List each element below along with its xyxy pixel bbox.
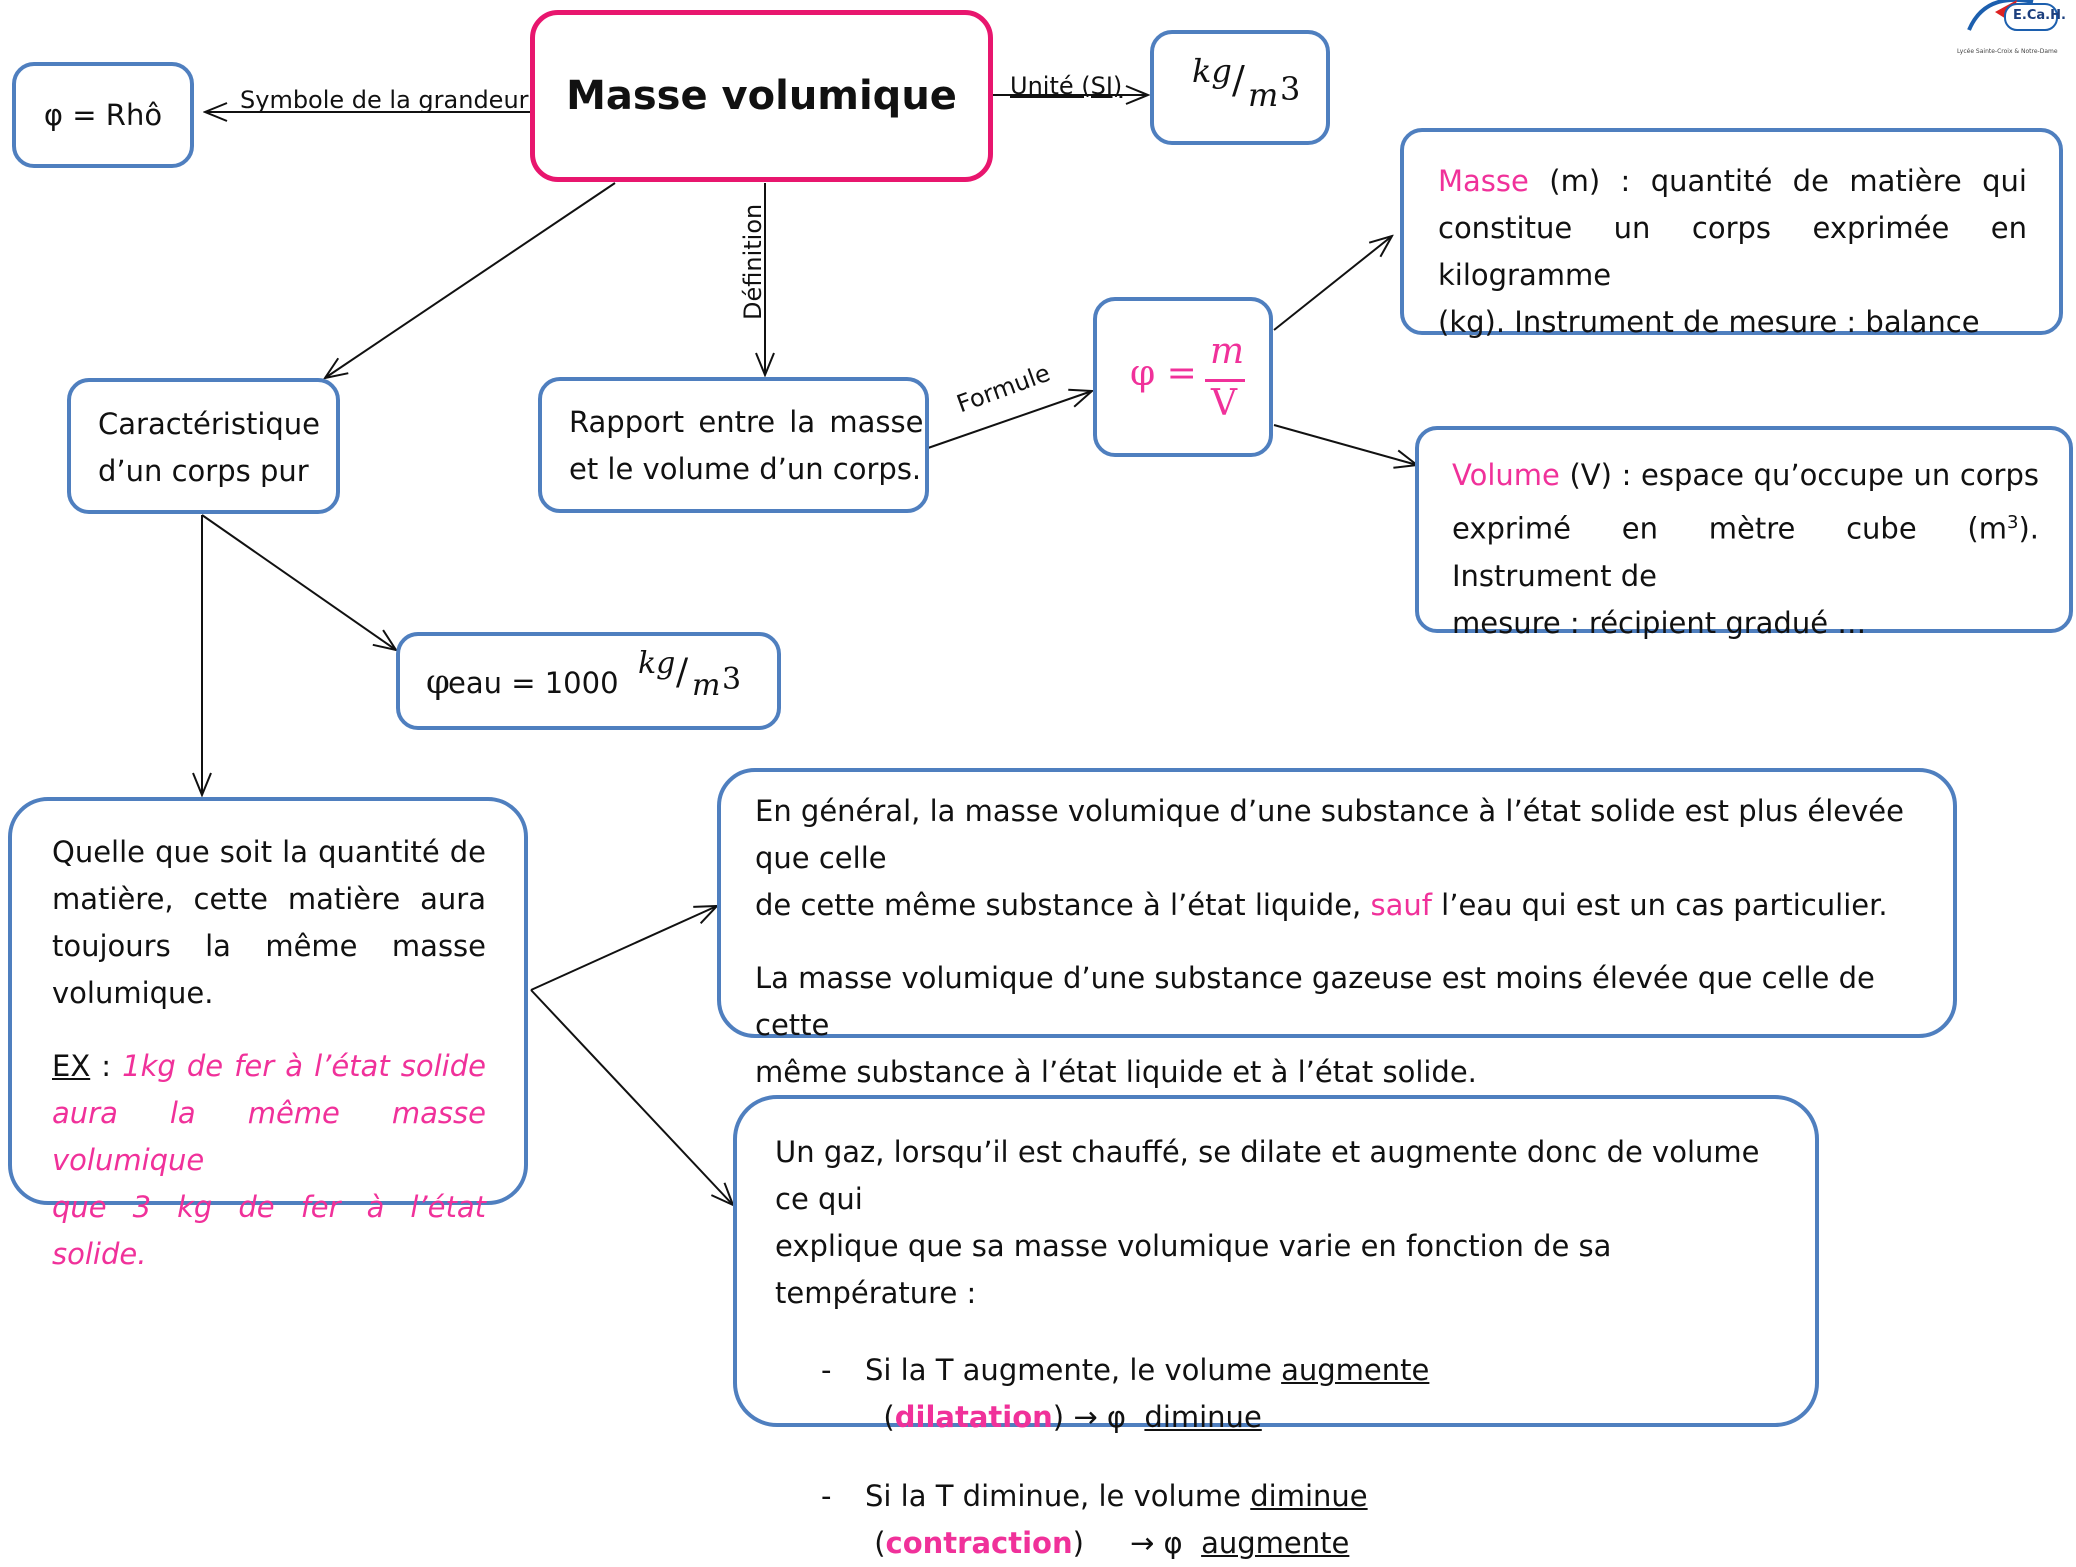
- states-p1-line2: de cette même substance à l’état liquide…: [755, 882, 1933, 929]
- volume-rest1: (V) : espace qu’occupe un corps: [1559, 458, 2039, 492]
- mass-node: Masse (m) : quantité de matière qui cons…: [1400, 128, 2063, 339]
- title-node: Masse volumique: [530, 10, 993, 182]
- water-unit-slash: /: [676, 652, 689, 693]
- unit-denominator: m: [1248, 76, 1279, 114]
- symbol-text: φ = Rhô: [43, 97, 163, 132]
- states-sauf: sauf: [1370, 888, 1432, 922]
- volume-term: Volume: [1452, 458, 1560, 492]
- volume-line3: mesure : récipient gradué …: [1452, 605, 1867, 640]
- water-unit-denominator: m: [692, 668, 721, 703]
- gas-bullet2-keyword: contraction: [885, 1526, 1073, 1560]
- logo-emblem-icon: [1967, 0, 2058, 31]
- arrow-definition-to-formula: [927, 391, 1092, 449]
- arrow-characteristic-to-water: [201, 514, 396, 650]
- formula-fraction-bar: [1205, 379, 1245, 382]
- unit-slash: /: [1232, 58, 1245, 102]
- gas-bullet1-mid1: (: [865, 1400, 895, 1434]
- gas-bullet1: - Si la T augmente, le volume augmente (…: [775, 1347, 1795, 1441]
- arrow-constancy-to-states: [530, 906, 717, 991]
- arrow-formula-to-mass: [1273, 236, 1392, 331]
- volume-node: Volume (V) : espace qu’occupe un corps e…: [1415, 426, 2073, 640]
- school-logo: E.Ca.H. Lycée Sainte-Croix & Notre-Dame: [1955, 0, 2071, 62]
- example-line2: aura la même masse volumique: [52, 1096, 486, 1177]
- formula-numerator: m: [1210, 331, 1245, 372]
- gas-bullet1-dash: -: [821, 1353, 832, 1387]
- characteristic-line1: Caractéristique: [98, 407, 321, 441]
- gas-bullet2-dash: -: [821, 1479, 832, 1513]
- edge-label-definition-text: Définition: [739, 203, 767, 320]
- gas-bullet2-mid1: (: [865, 1526, 886, 1560]
- water-density-node: φ eau = 1000 kg / m 3: [396, 632, 781, 730]
- volume-line1: Volume (V) : espace qu’occupe un corps: [1452, 452, 2039, 499]
- states-p1-line2a: de cette même substance à l’état liquide…: [755, 888, 1371, 922]
- states-p2-line2: même substance à l’état liquide et à l’é…: [755, 1055, 1477, 1089]
- edge-label-unit: Unité (SI): [1010, 72, 1123, 100]
- unit-exponent: 3: [1280, 70, 1301, 108]
- gas-bullet1-u1: augmente: [1281, 1353, 1430, 1387]
- constancy-line3: toujours la même masse: [52, 929, 486, 963]
- example-line1: EX : 1kg de fer à l’état solide: [52, 1043, 486, 1090]
- symbol-node: φ = Rhô: [12, 62, 194, 168]
- constancy-node: Quelle que soit la quantité de matière, …: [8, 797, 528, 1271]
- arrow-title-to-characteristic: [325, 182, 616, 378]
- formula-denominator: V: [1211, 383, 1237, 424]
- gas-bullet1-mid2: ) → φ: [1052, 1400, 1145, 1434]
- mass-line3: (kg). Instrument de mesure : balance: [1438, 305, 1980, 339]
- definition-line1: Rapport entre la masse: [569, 405, 924, 439]
- states-p2-line1: La masse volumique d’une substance gazeu…: [755, 961, 1875, 1042]
- gas-line2: explique que sa masse volumique varie en…: [775, 1229, 1612, 1310]
- constancy-line4: volumique.: [52, 976, 214, 1010]
- volume-line2b: ). Instrument de: [1452, 511, 2039, 593]
- edge-label-symbol: Symbole de la grandeur: [240, 86, 529, 114]
- example-text1: 1kg de fer à l’état solide: [122, 1049, 486, 1083]
- edge-label-definition: Définition: [739, 196, 767, 320]
- volume-line2: exprimé en mètre cube (m3). Instrument d…: [1452, 499, 2039, 600]
- water-unit-exponent: 3: [722, 662, 742, 697]
- gas-line1: Un gaz, lorsqu’il est chauffé, se dilate…: [775, 1135, 1760, 1216]
- definition-line2: et le volume d’un corps.: [569, 452, 922, 486]
- mass-line1: Masse (m) : quantité de matière qui: [1438, 158, 2027, 205]
- volume-line2-exponent: 3: [2007, 512, 2019, 533]
- connector-arrows: [0, 0, 2076, 1431]
- water-text: eau = 1000: [448, 666, 619, 700]
- gas-bullet2-u1: diminue: [1250, 1479, 1368, 1513]
- mass-rest1: (m) : quantité de matière qui: [1528, 164, 2027, 198]
- unit-node: kg / m 3: [1150, 30, 1330, 145]
- definition-node: Rapport entre la masse et le volume d’un…: [538, 377, 929, 513]
- gas-bullet2-mid2: ) → φ: [1072, 1526, 1202, 1560]
- characteristic-node: Caractéristique d’un corps pur: [67, 378, 340, 514]
- gas-bullet2-pre: Si la T diminue, le volume: [865, 1479, 1251, 1513]
- formula-lhs: φ =: [1130, 353, 1197, 394]
- water-phi: φ: [426, 662, 450, 702]
- water-unit-fraction: kg / m 3: [638, 646, 748, 716]
- example-label: EX: [52, 1049, 91, 1083]
- gas-bullet2-u2: augmente: [1201, 1526, 1350, 1560]
- unit-numerator: kg: [1192, 52, 1232, 90]
- gas-bullet2: - Si la T diminue, le volume diminue (co…: [775, 1473, 1795, 1567]
- mass-term: Masse: [1438, 164, 1529, 198]
- formula-node: φ = m V: [1093, 297, 1273, 457]
- gas-bullet1-pre: Si la T augmente, le volume: [865, 1353, 1282, 1387]
- gas-node: Un gaz, lorsqu’il est chauffé, se dilate…: [733, 1095, 1819, 1560]
- constancy-line2: matière, cette matière aura: [52, 882, 486, 916]
- states-node: En général, la masse volumique d’une sub…: [717, 768, 1957, 1089]
- constancy-line1: Quelle que soit la quantité de: [52, 835, 486, 869]
- unit-fraction: kg / m 3: [1192, 52, 1302, 122]
- states-p1-line2b: l’eau qui est un cas particulier.: [1431, 888, 1888, 922]
- arrow-constancy-to-gas: [530, 989, 733, 1205]
- page-title: Masse volumique: [566, 73, 957, 119]
- example-colon: :: [90, 1049, 123, 1083]
- example-line3: que 3 kg de fer à l’état solide.: [52, 1190, 486, 1271]
- states-p1-line1: En général, la masse volumique d’une sub…: [755, 794, 1904, 875]
- characteristic-line2: d’un corps pur: [98, 454, 309, 488]
- water-unit-numerator: kg: [638, 646, 676, 681]
- mass-line2: constitue un corps exprimée en kilogramm…: [1438, 211, 2027, 292]
- arrow-formula-to-volume: [1273, 424, 1417, 465]
- logo-caption: Lycée Sainte-Croix & Notre-Dame: [1957, 48, 2058, 55]
- volume-line2a: exprimé en mètre cube (m: [1452, 511, 2007, 546]
- gas-bullet1-keyword: dilatation: [894, 1400, 1053, 1434]
- gas-bullet1-u2: diminue: [1144, 1400, 1262, 1434]
- logo-text: E.Ca.H.: [2013, 8, 2066, 23]
